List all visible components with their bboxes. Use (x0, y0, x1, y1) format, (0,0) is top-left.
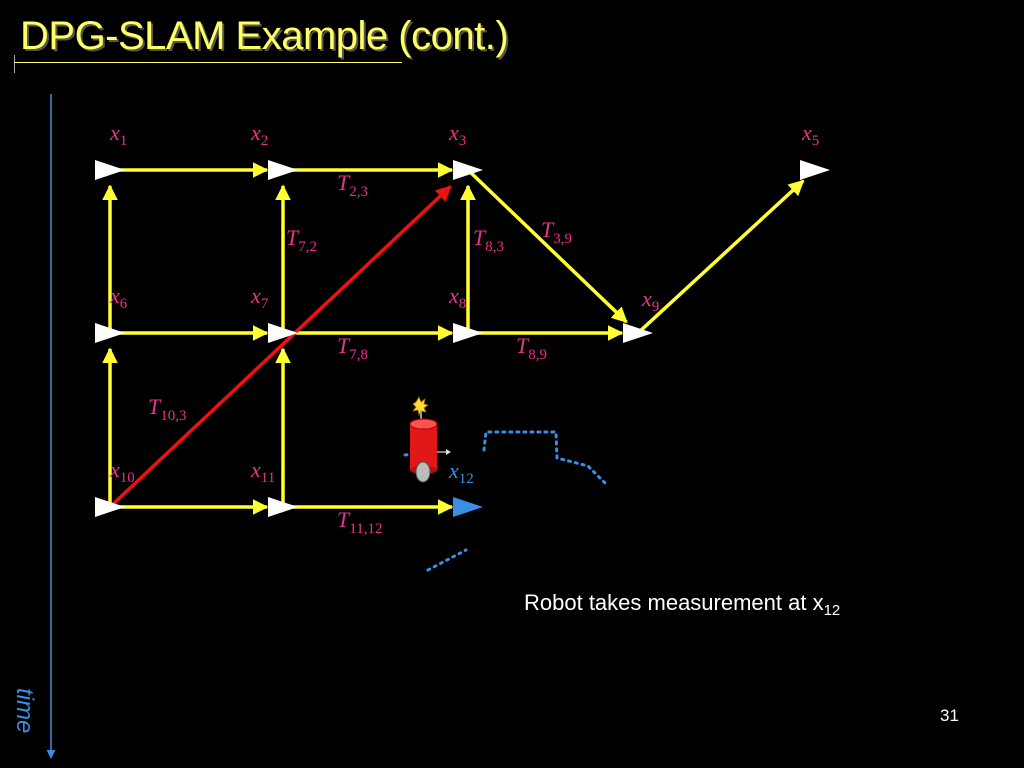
measurement-caption: Robot takes measurement at x12 (524, 590, 840, 619)
slide-title: DPG-SLAM Example (cont.) (20, 14, 509, 58)
pose-node-x11 (268, 497, 298, 517)
node-label-x7: x7 (250, 283, 269, 312)
node-label-x1: x1 (109, 120, 127, 149)
pose-node-x10 (95, 497, 125, 517)
node-label-x6: x6 (109, 283, 128, 312)
node-label-x5: x5 (801, 120, 819, 149)
edge-label-x8-x3: T8,3 (473, 225, 504, 255)
nodes-layer (95, 160, 830, 517)
pose-node-x12 (453, 497, 483, 517)
title-underline (14, 62, 402, 63)
edge-x10-x3 (108, 185, 452, 509)
pose-node-x1 (95, 160, 125, 180)
pose-node-x9 (623, 323, 653, 343)
edge-label-x10-x3: T10,3 (148, 394, 187, 424)
edge-x3-x9 (469, 171, 628, 324)
time-label: time (11, 688, 38, 734)
node-label-x2: x2 (250, 120, 268, 149)
edge-x9-x5 (639, 179, 805, 332)
caption-text: Robot takes measurement at x (524, 590, 824, 615)
title-corner-mark (14, 55, 15, 73)
node-label-x11: x11 (250, 457, 275, 486)
edge-label-x11-x12: T11,12 (337, 507, 382, 537)
node-label-x8: x8 (448, 283, 466, 312)
pose-node-x8 (453, 323, 483, 343)
pose-node-x6 (95, 323, 125, 343)
node-label-x9: x9 (641, 286, 659, 315)
robot-icon (409, 396, 451, 483)
edge-label-x8-x9: T8,9 (516, 333, 547, 363)
node-label-x10: x10 (109, 457, 135, 486)
edge-label-x7-x2: T7,2 (286, 225, 317, 255)
edge-label-x7-x8: T7,8 (337, 333, 368, 363)
pose-node-x7 (268, 323, 298, 343)
pose-node-x3 (453, 160, 483, 180)
node-label-x12: x12 (448, 458, 474, 487)
pose-node-x2 (268, 160, 298, 180)
time-axis-label: time (6, 688, 42, 748)
edge-label-x3-x9: T3,9 (541, 217, 572, 247)
node-label-x3: x3 (448, 120, 466, 149)
edge-label-x2-x3: T2,3 (337, 170, 368, 200)
edges-layer (102, 162, 805, 515)
page-number: 31 (940, 706, 959, 725)
pose-node-x5 (800, 160, 830, 180)
trajectory-segment (426, 548, 468, 572)
caption-subscript: 12 (823, 602, 841, 619)
